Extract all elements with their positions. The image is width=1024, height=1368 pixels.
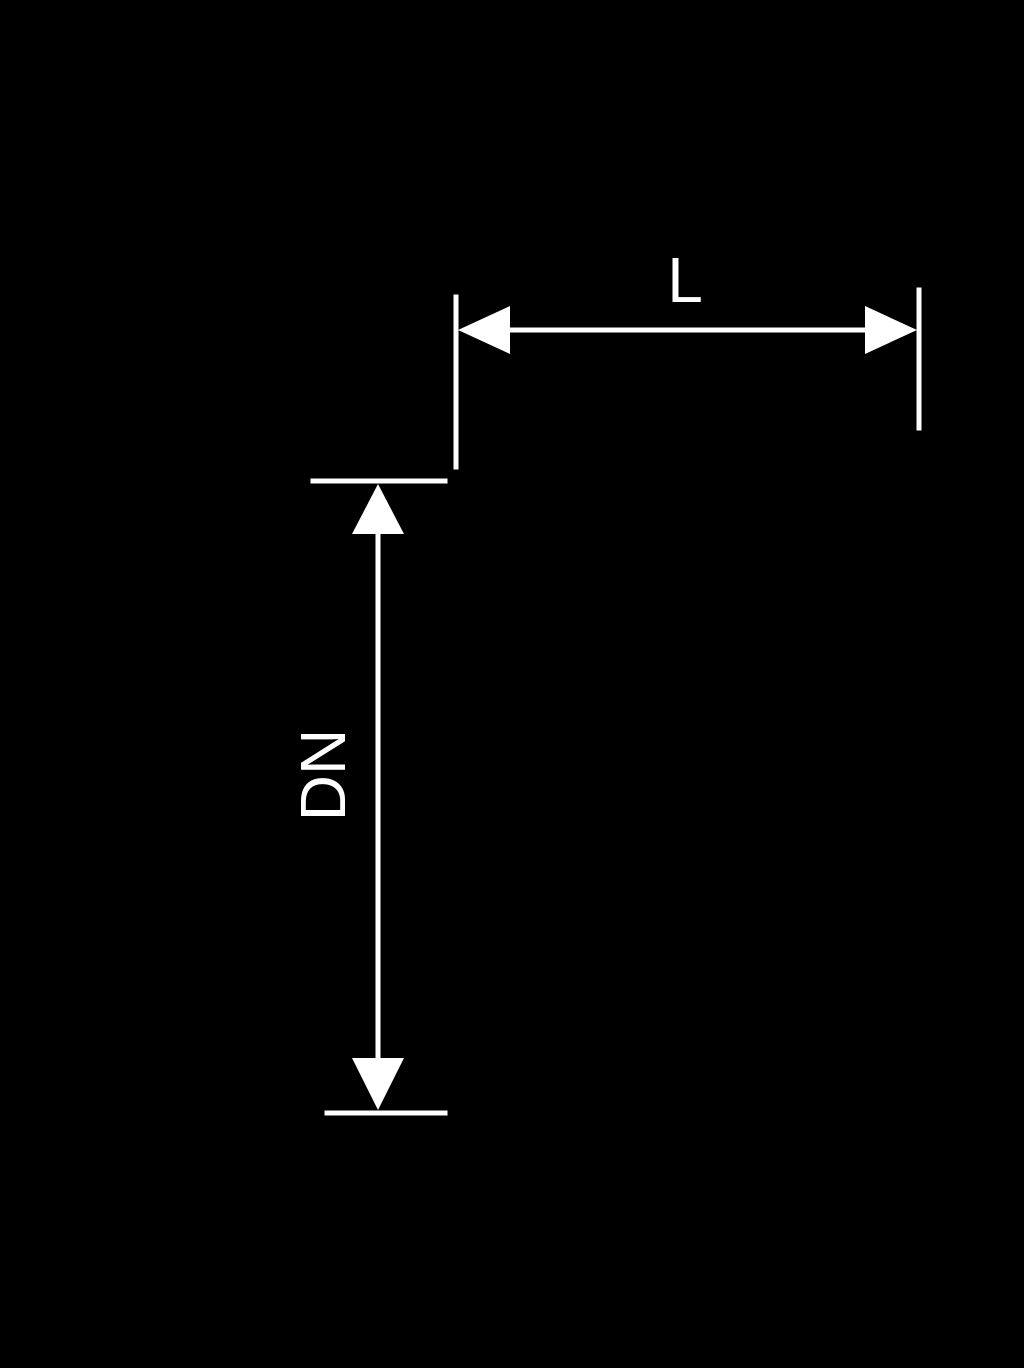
diameter-label: DN [287, 729, 359, 821]
diameter-top-arrowhead [352, 484, 404, 534]
length-right-arrowhead [865, 306, 917, 354]
length-label: L [667, 244, 703, 316]
nominal-diameter-dimension: DN [287, 478, 448, 1116]
length-dimension: L [453, 244, 922, 470]
diameter-bottom-arrowhead [352, 1058, 404, 1110]
length-left-arrowhead [458, 306, 510, 354]
